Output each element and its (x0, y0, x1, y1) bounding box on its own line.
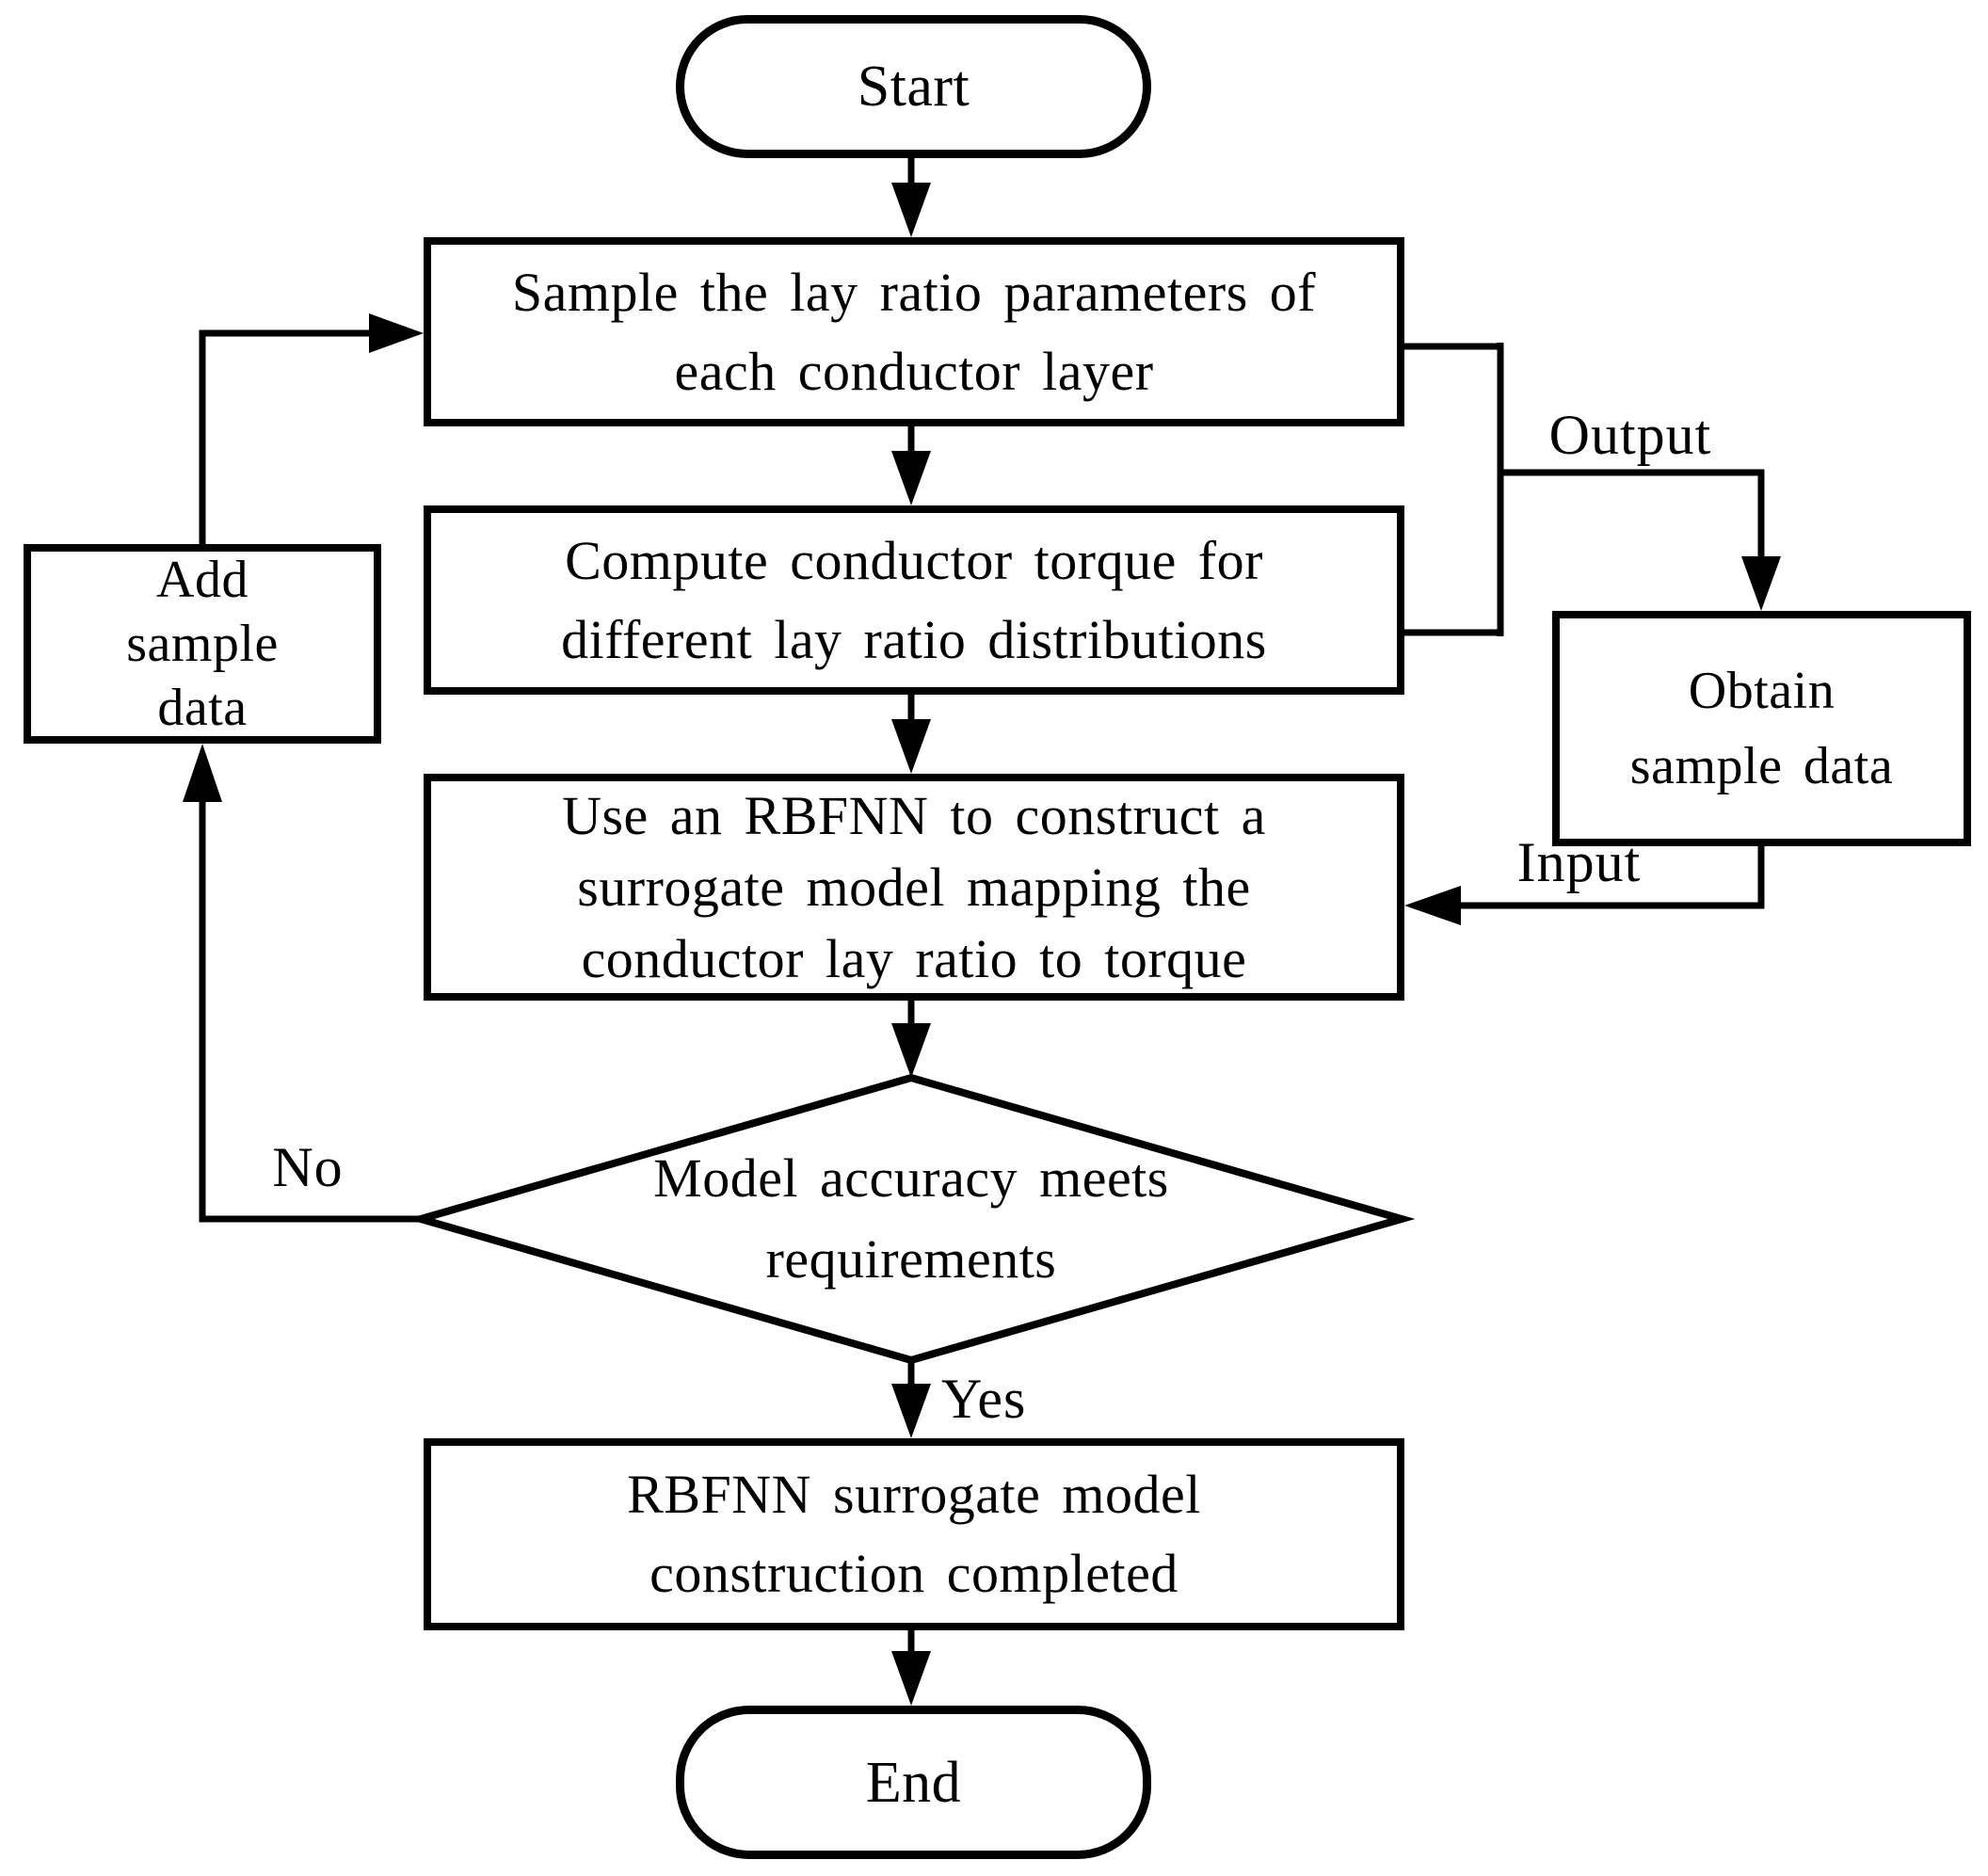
terminator-end-label: End (865, 1750, 962, 1815)
arrowhead-start-to-sample (891, 183, 931, 237)
terminator-end: End (676, 1706, 1151, 1859)
arrowhead-output-down (1741, 556, 1781, 611)
process-obtain-line2: sample data (1629, 737, 1894, 795)
process-compute-torque: Compute conductor torque for different l… (424, 505, 1404, 695)
process-build-rbfnn-line1: Use an RBFNN to construct a (562, 784, 1266, 846)
process-completed-line1: RBFNN surrogate model (627, 1464, 1201, 1525)
edge-label-no: No (232, 1133, 383, 1201)
process-obtain-sample-data: Obtain sample data (1552, 611, 1971, 846)
process-build-rbfnn-line3: conductor lay ratio to torque (581, 927, 1247, 989)
connector-output-bracket (1404, 343, 1504, 636)
arrow-input-to-rbfnn-shaft (1459, 846, 1765, 909)
decision-model-accuracy-label: Model accuracy meets requirements (516, 1115, 1307, 1323)
process-construction-completed: RBFNN surrogate model construction compl… (424, 1438, 1404, 1630)
edge-label-input-text: Input (1516, 830, 1642, 893)
process-compute-torque-line1: Compute conductor torque for (565, 529, 1263, 591)
decision-diamond (407, 1073, 1416, 1365)
edge-label-output-text: Output (1548, 403, 1712, 466)
process-sample-lay-ratio: Sample the lay ratio parameters of each … (424, 237, 1404, 426)
edge-label-input: Input (1478, 828, 1680, 896)
process-build-rbfnn-line2: surrogate model mapping the (577, 856, 1251, 918)
arrow-no-loop-shaft (199, 800, 421, 1223)
arrowhead-completed-to-end (891, 1651, 931, 1706)
process-sample-lay-ratio-line2: each conductor layer (674, 340, 1154, 402)
process-add-line3: data (157, 679, 248, 737)
arrowhead-decision-yes (891, 1384, 931, 1438)
edge-label-yes-text: Yes (941, 1367, 1027, 1430)
process-add-sample-data: Add sample data (24, 544, 381, 744)
process-build-rbfnn-surrogate: Use an RBFNN to construct a surrogate mo… (424, 774, 1404, 1001)
arrowhead-sample-to-compute (891, 451, 931, 505)
process-add-line1: Add (156, 551, 248, 609)
edge-label-no-text: No (272, 1135, 344, 1198)
process-completed-line2: construction completed (649, 1543, 1178, 1604)
edge-label-output: Output (1503, 400, 1757, 470)
arrowhead-add-to-sample-right (369, 313, 424, 353)
terminator-start: Start (676, 15, 1151, 158)
arrowhead-compute-to-rbfnn (891, 719, 931, 774)
decision-line2: requirements (765, 1228, 1057, 1290)
process-obtain-line1: Obtain (1688, 662, 1836, 720)
arrow-add-to-sample-shaft (199, 329, 371, 544)
decision-line1: Model accuracy meets (653, 1147, 1169, 1209)
process-add-line2: sample (126, 615, 279, 673)
arrowhead-rbfnn-to-decision (891, 1023, 931, 1078)
arrowhead-input-left (1404, 886, 1461, 925)
arrowhead-no-loop-up (183, 744, 222, 802)
process-compute-torque-line2: different lay ratio distributions (561, 608, 1267, 670)
process-sample-lay-ratio-line1: Sample the lay ratio parameters of (511, 261, 1317, 323)
terminator-start-label: Start (857, 55, 970, 119)
arrow-output-to-obtain-shaft (1500, 469, 1765, 560)
edge-label-yes: Yes (941, 1363, 1092, 1435)
